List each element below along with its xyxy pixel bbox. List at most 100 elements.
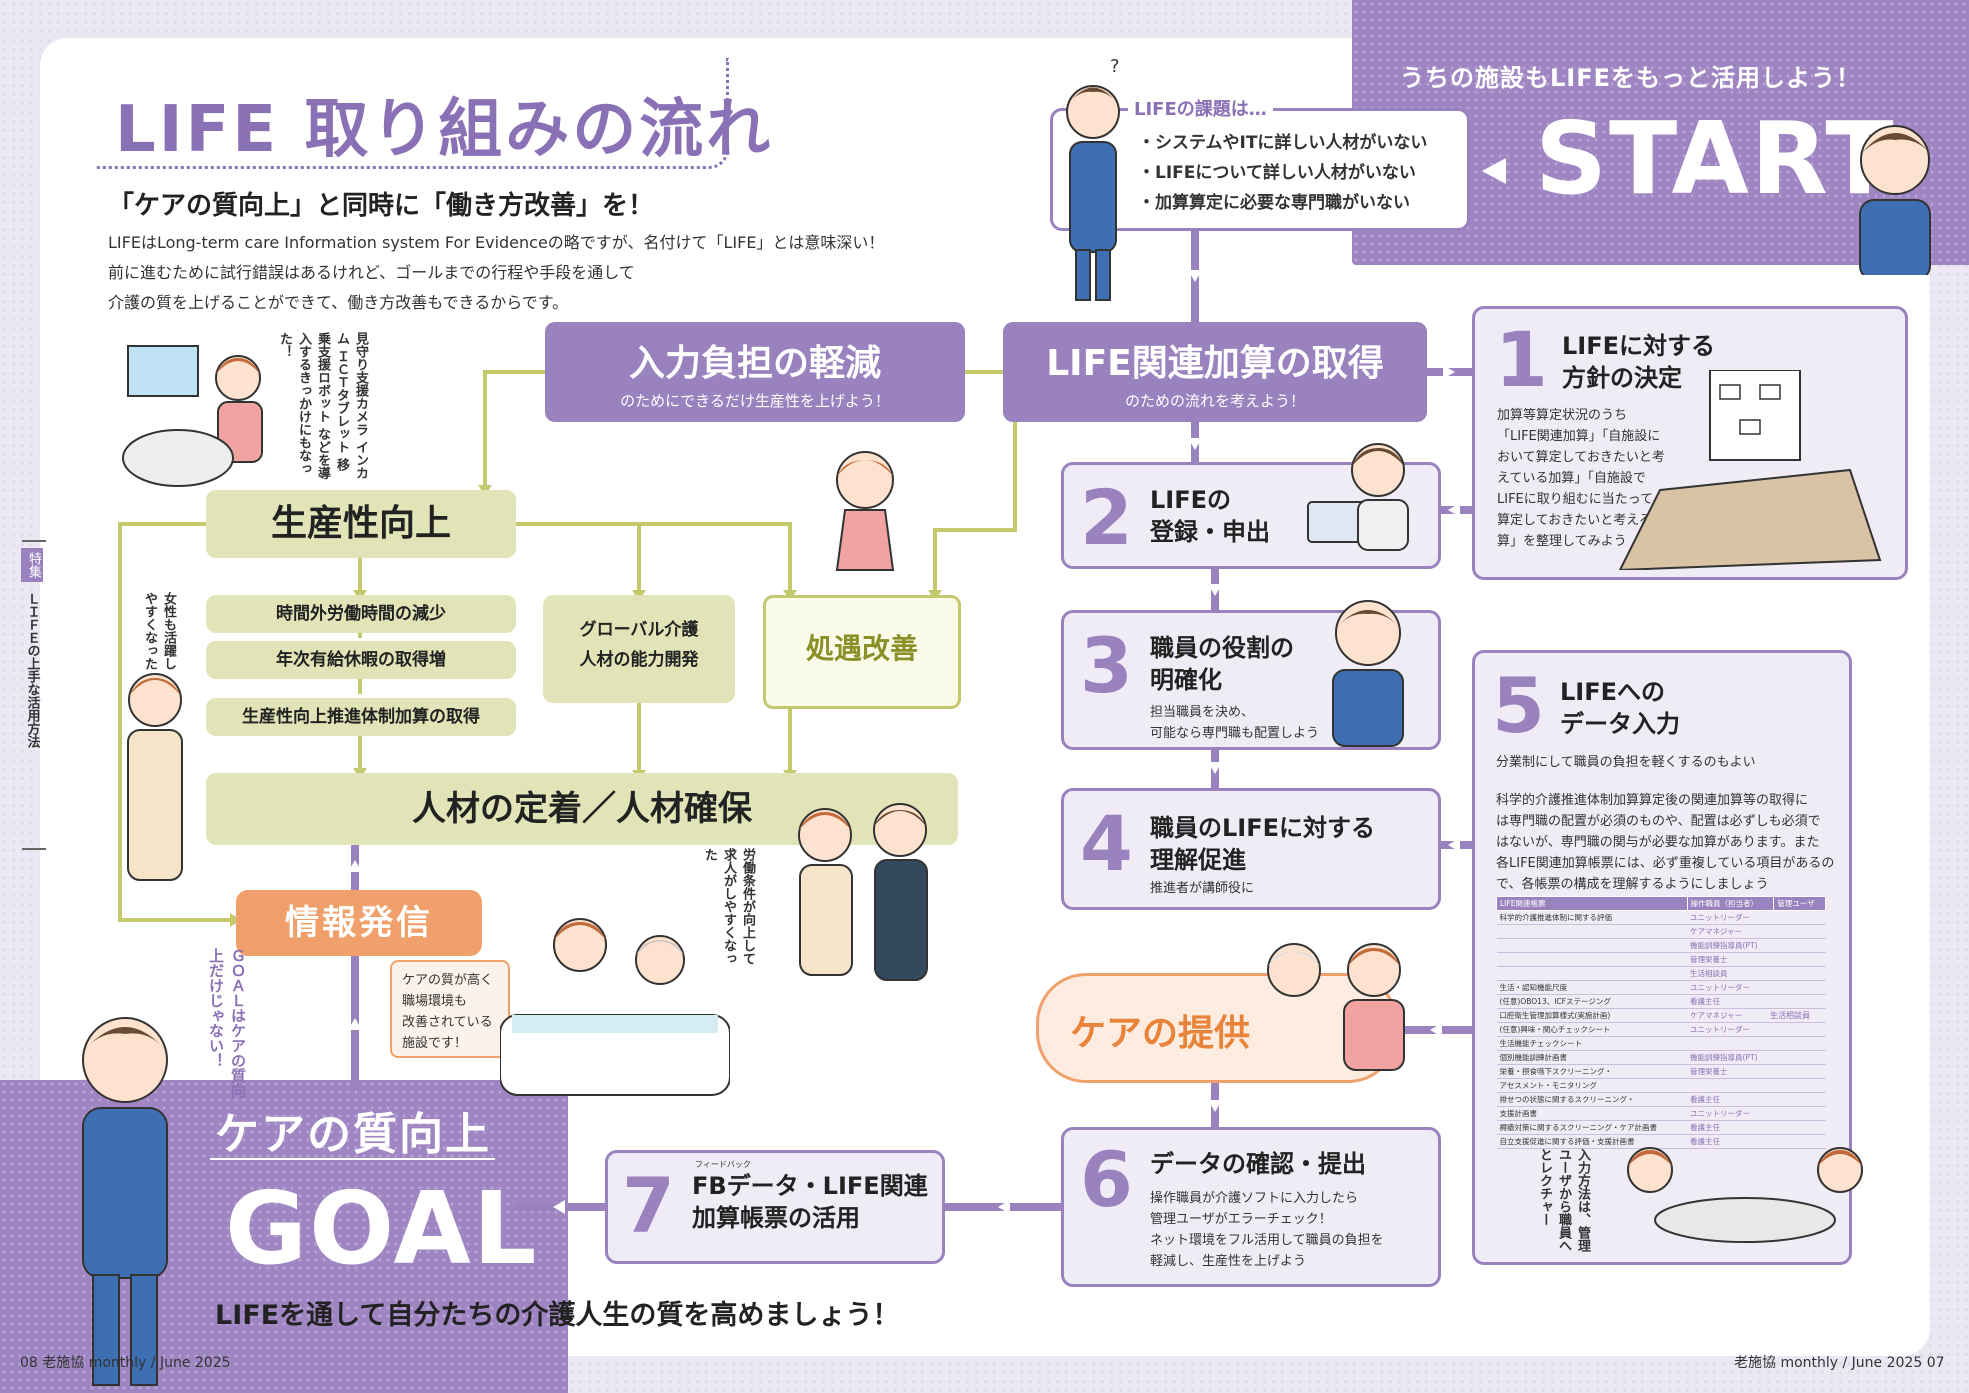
table-cell: 生活・認知機能尺度 [1496, 980, 1687, 995]
step-desc-line: 算」を整理してみよう [1497, 534, 1627, 549]
step-desc-line: おいて算定しておきたいと考 [1497, 450, 1665, 465]
intro-line: 介護の質を上げることができて、働き方改善もできるからです。 [108, 293, 569, 312]
table-cell [1496, 924, 1687, 939]
step-desc-line: 担当職員を決め、 [1150, 705, 1255, 720]
page-title: LIFE 取り組みの流れ [115, 93, 774, 167]
step-5-desc: 科学的介護推進体制加算算定後の関連加算等の取得に は専門職の配置が必須のものや、… [1496, 790, 1834, 895]
reduce-burden-box: 入力負担の軽減 のためにできるだけ生産性を上げよう！ [545, 322, 965, 422]
table-cell: 支援計画書 [1496, 1106, 1687, 1121]
step-6-number: 6 [1080, 1135, 1133, 1224]
table-cell: ユニットリーダー [1687, 1022, 1774, 1037]
step-desc-line: 管理ユーザがエラーチェック！ [1150, 1212, 1332, 1227]
step-title-line: 明確化 [1150, 666, 1222, 694]
table-cell [1773, 980, 1826, 995]
table-cell [1687, 1078, 1774, 1093]
table-cell: 看護主任 [1687, 1092, 1774, 1107]
table-cell [1773, 1036, 1826, 1051]
table-cell: 個別機能訓練計画書 [1496, 1050, 1687, 1065]
caregiver-illustration [1267, 943, 1405, 1071]
step-desc-line: えている加算」「自施設で [1497, 471, 1646, 486]
step-title-line: データ入力 [1560, 710, 1680, 738]
info-speech-bubble: ケアの質が高く 職場環境も 改善されている 施設です！ [390, 960, 510, 1058]
info-sharing-box: 情報発信 [236, 890, 482, 956]
reduce-burden-sub: のためにできるだけ生産性を上げよう！ [620, 392, 890, 410]
life-addition-sub: のための流れを考えよう！ [1124, 392, 1305, 410]
intro-line: LIFEはLong-term care Information system F… [108, 233, 885, 252]
goal-man-illustration [82, 1017, 168, 1386]
step-title-line: 登録・申出 [1150, 518, 1270, 546]
issue-item: ・システムやITに詳しい人材がいない [1138, 133, 1428, 153]
care-provision-label: ケアの提供 [1070, 1013, 1251, 1054]
table-cell: 生活相談員 [1687, 966, 1774, 981]
table-cell [1496, 966, 1687, 981]
table-cell [1496, 952, 1687, 967]
issues-title: LIFEの課題は… [1128, 95, 1273, 121]
step-4-number: 4 [1080, 799, 1133, 888]
table-row: 自立支援促進に関する評価・支援計画書看護主任 [1496, 1134, 1826, 1149]
table-row: 生活・認知機能尺度ユニットリーダー [1496, 980, 1826, 995]
step-title-line: 理解促進 [1150, 846, 1246, 874]
table-row: 管理栄養士 [1496, 952, 1826, 967]
side-tab-rule [22, 540, 46, 542]
step-desc-line: 軽減し、生産性を上げよう [1150, 1254, 1307, 1269]
table-header: 操作職員（担当者） [1686, 896, 1775, 911]
life-addition-box: LIFE関連加算の取得 のための流れを考えよう！ [1003, 322, 1427, 422]
table-cell [1496, 938, 1687, 953]
side-tab-rule [22, 848, 46, 850]
care-provision-box [1036, 973, 1398, 1083]
table-cell [1773, 966, 1826, 981]
table-row: 支援計画書ユニットリーダー [1496, 1106, 1826, 1121]
intro-text: LIFEはLong-term care Information system F… [108, 228, 988, 318]
table-cell: 科学的介護推進体制に関する評価 [1496, 910, 1687, 925]
women-caption: 女性も活躍しやすくなった [142, 592, 176, 670]
side-tab-label: ＬＩＦＥの上手な活用方法 [24, 592, 40, 748]
meeting-illustration [1618, 370, 1882, 570]
step-title-line: LIFEへの [1560, 678, 1666, 706]
global-care-line: グローバル介護 [579, 620, 699, 640]
table-cell [1773, 994, 1826, 1009]
step-4-desc: 推進者が講師役に [1150, 878, 1254, 899]
table-row: 個別機能訓練計画書機能訓練指導員(PT) [1496, 1050, 1826, 1065]
side-tab: 特集 ＬＩＦＥの上手な活用方法 [20, 548, 44, 848]
step-desc-line: ネット環境をフル活用して職員の負担を [1150, 1233, 1384, 1248]
footer-right: 老施協 monthly / June 2025 07 [1734, 1355, 1945, 1371]
step-6-title: データの確認・提出 [1150, 1148, 1366, 1180]
step-title-line: データの確認・提出 [1150, 1150, 1366, 1178]
purple-arrowheads [348, 270, 1460, 1214]
step-5-lead: 分業制にして職員の負担を軽くするのもよい [1496, 755, 1756, 770]
table-cell [1773, 1008, 1826, 1023]
step-6-box [1061, 1127, 1441, 1287]
step-7-box [605, 1150, 945, 1264]
step-3-number: 3 [1080, 621, 1133, 710]
paid-leave-box: 年次有給休暇の取得増 [206, 641, 516, 679]
table-cell: 管理栄養士 [1687, 1064, 1774, 1079]
cheering-woman-illustration [127, 673, 183, 881]
start-tagline: うちの施設もLIFEをもっと活用しよう！ [1400, 64, 1862, 92]
table-cell: (任意)興味・関心チェックシート [1496, 1022, 1687, 1037]
table-cell [1773, 924, 1826, 939]
table-cell: 口腔衛生管理加算様式(実施計画) [1496, 1008, 1687, 1023]
table-cell [1773, 938, 1826, 953]
step-4-box [1061, 788, 1441, 910]
issue-item: ・LIFEについて詳しい人材がいない [1138, 163, 1416, 183]
step-2-title: LIFEの 登録・申出 [1150, 484, 1270, 548]
overtime-reduction-box: 時間外労働時間の減少 [206, 595, 516, 633]
table-cell [1773, 1106, 1826, 1121]
table-row: (任意)OBO13、ICFステージング看護主任 [1496, 994, 1826, 1009]
step-title-line: FBデータ・LIFE関連 [692, 1172, 928, 1200]
global-care-line: 人材の能力開発 [579, 650, 699, 670]
table-cell: 機能訓練指導員(PT) [1687, 938, 1774, 953]
table-row: 科学的介護推進体制に関する評価ユニットリーダー [1496, 910, 1826, 925]
goal-message: LIFEを通して自分たちの介護人生の質を高めましょう！ [215, 1300, 900, 1331]
table-cell: アセスメント・モニタリング [1496, 1078, 1687, 1093]
svg-text:?: ? [1110, 56, 1120, 77]
treatment-improvement-box: 処遇改善 [763, 595, 961, 709]
step-title-line: LIFEに対する [1562, 332, 1716, 360]
table-cell [1773, 952, 1826, 967]
staff-man-illustration [1332, 600, 1404, 747]
table-body: 科学的介護推進体制に関する評価ユニットリーダーケアマネジャー機能訓練指導員(PT… [1496, 910, 1826, 1149]
recruit-caption: 労働条件が向上して求人がしやすくなった [702, 848, 755, 965]
start-arrow-icon [1482, 158, 1506, 184]
productivity-addition-box: 生産性向上推進体制加算の取得 [206, 698, 516, 736]
